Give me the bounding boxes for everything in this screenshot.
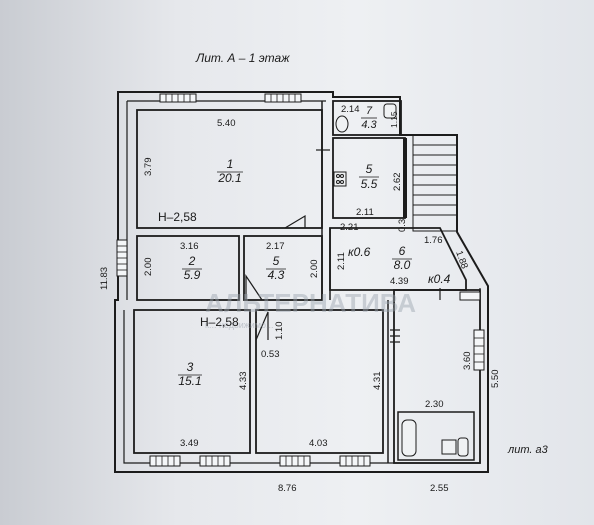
dim: 2.11 [336,252,347,270]
fixtures [333,103,469,457]
room-4-outline [255,309,384,454]
plan-title: Лит. А – 1 этаж [195,51,290,65]
sink-icon [441,439,457,455]
dim: 3.49 [180,438,199,449]
dim: 2.11 [356,207,374,218]
room-7-outline [332,100,402,136]
dim: 2.21 [340,222,359,233]
dim: 11.83 [99,267,110,290]
dim: 2.00 [143,258,154,277]
room-area: 8.0 [394,258,411,272]
dim: 0.53 [261,349,280,360]
window [279,455,311,467]
staircase [412,134,458,232]
room-area: 15.1 [178,374,201,388]
room-number: 6 [399,244,406,258]
room-number: 3 [187,360,194,374]
room-area: 20.1 [217,171,241,185]
doors [245,149,441,343]
window [339,455,371,467]
room-area: 4.3 [361,119,377,131]
corridor-label: к0.4 [428,272,451,286]
ceiling-heights: H–2,58 H–2,58 [158,210,239,329]
window [199,455,231,467]
dim: 2.17 [266,241,285,252]
walls [114,91,489,473]
room-number: 5 [366,162,373,176]
dim: 2.55 [430,483,449,494]
room-labels: 1 20.1 2 5.9 3 15.1 5 4.3 5 5.5 6 8.0 7 … [178,105,412,388]
dim: 2.00 [309,260,320,279]
window [459,291,481,301]
dim: 4.39 [390,276,409,287]
watermark-text: АЛЬТЕРНАТИВА [205,288,416,318]
window [149,455,181,467]
dim: 1.88 [453,249,470,270]
room-3-outline [133,309,251,454]
annex-outline [393,289,481,464]
dim: 5.50 [490,370,501,389]
dim: 4.31 [372,372,383,391]
room-number: 5 [273,254,280,268]
dim: 3.16 [180,241,199,252]
dim: 1.15 [389,111,399,128]
dimension-labels: 5.40 3.79 11.83 3.16 2.00 2.17 2.00 2.11… [99,104,501,494]
room-number: 2 [188,254,196,268]
dim: 3.79 [143,158,154,177]
room-area: 5.9 [184,268,201,282]
dim: 1.76 [424,235,443,246]
window [473,329,485,371]
dim: 4.03 [309,438,328,449]
room-2-outline [136,235,240,301]
bathroom-outline [397,411,475,461]
dim: 2.14 [341,104,360,115]
dim: 0.3 [397,219,408,232]
dim: 4.33 [238,372,249,391]
room-number: 7 [366,105,373,117]
dim: 8.76 [278,483,297,494]
toilet-icon [383,103,397,119]
toilet-icon [457,437,469,457]
dim: 1.10 [274,322,285,341]
window-mullions [117,94,484,466]
watermark-subtext: к... недвижимо... [205,320,274,330]
room-area: 5.5 [361,177,378,191]
corridor-label: к0.6 [348,245,371,259]
dim: 2.62 [392,173,403,192]
bathtub-icon [401,419,417,457]
dim: 3.60 [462,352,473,371]
sink-icon [335,115,349,133]
stove-icon [333,171,347,187]
outer-wall [114,91,489,473]
room-number: 1 [227,157,234,171]
annex-label: лит. а3 [507,444,549,456]
height-label: H–2,58 [158,210,197,224]
dim: 2.30 [425,399,444,410]
room-area: 4.3 [268,268,285,282]
corridor-labels: к0.6 к0.4 [348,245,451,286]
dim: 5.40 [217,118,236,129]
height-label: H–2,58 [200,315,239,329]
